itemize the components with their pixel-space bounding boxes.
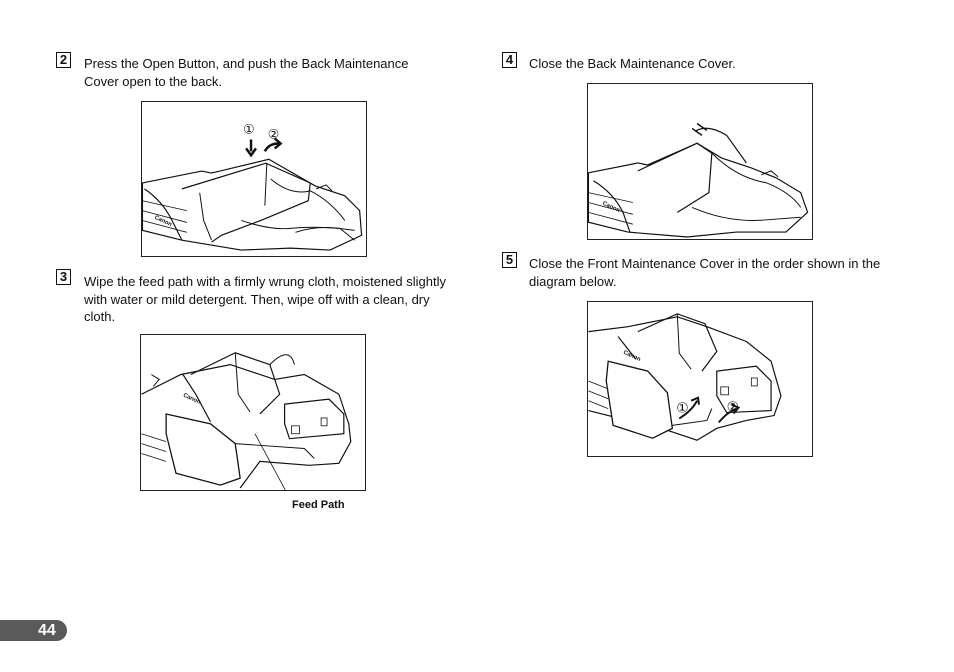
scanner-front-cover-closing-illustration: ① ② Canon xyxy=(588,313,782,441)
step-5-number: 5 xyxy=(502,252,517,268)
page-number-tab xyxy=(0,620,67,641)
scanner-feed-path-illustration: Canon xyxy=(141,352,352,490)
step-3-number: 3 xyxy=(56,269,71,285)
step-3-text: Wipe the feed path with a firmly wrung c… xyxy=(84,274,447,324)
brand-logo: Canon xyxy=(182,393,202,406)
step-4-number: 4 xyxy=(502,52,517,68)
page-number: 44 xyxy=(38,622,56,639)
marker-2: ② xyxy=(727,400,739,416)
step-5-text: Close the Front Maintenance Cover in the… xyxy=(529,256,881,289)
figure-step-2: ① ② Canon xyxy=(141,101,367,257)
scanner-back-cover-closed-illustration: Canon xyxy=(588,122,809,238)
feed-path-label: Feed Path xyxy=(292,499,345,511)
step-2-text: Press the Open Button, and push the Back… xyxy=(84,56,409,89)
figure-step-3: Canon xyxy=(140,334,366,491)
scanner-open-button-illustration: ① ② Canon xyxy=(142,123,363,251)
marker-2: ② xyxy=(268,128,280,143)
brand-logo: Canon xyxy=(622,350,642,363)
marker-1: ① xyxy=(243,123,255,138)
figure-step-5: ① ② Canon xyxy=(587,301,813,457)
marker-1: ① xyxy=(676,401,688,417)
step-4-text: Close the Back Maintenance Cover. xyxy=(529,56,736,71)
step-2-number: 2 xyxy=(56,52,71,68)
figure-step-4: Canon xyxy=(587,83,813,240)
